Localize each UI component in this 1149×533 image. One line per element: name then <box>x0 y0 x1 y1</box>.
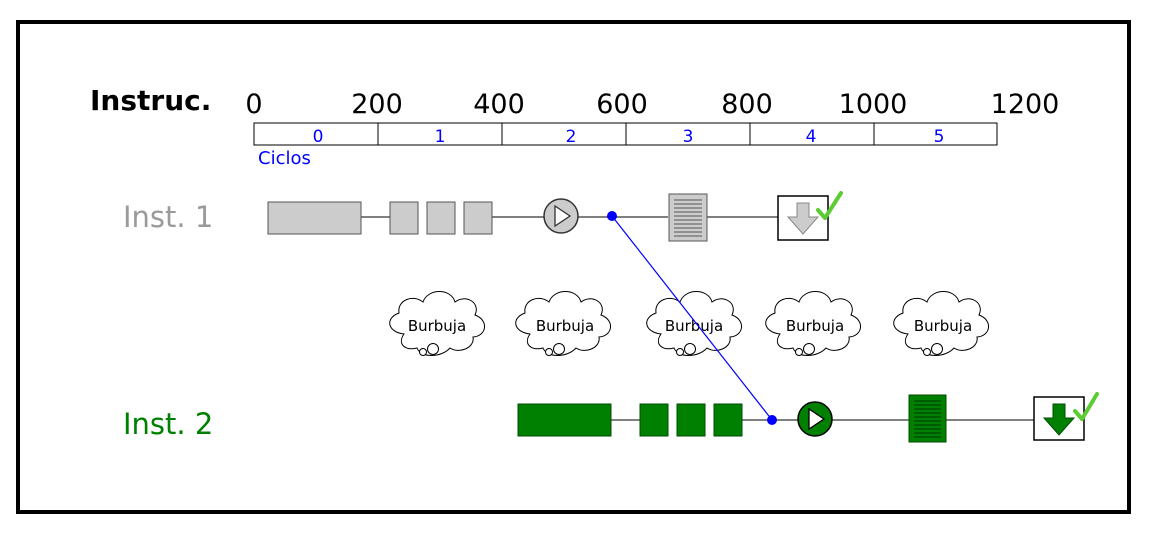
inst2-decode-block <box>676 403 706 437</box>
forward-target-dot <box>767 415 777 425</box>
forwarding-line <box>611 215 773 421</box>
inst2-decode-block <box>713 403 743 437</box>
forward-source-dot <box>607 211 617 221</box>
inst1-check-icon <box>816 191 843 220</box>
inst1-execute-icon <box>543 198 579 234</box>
inst1-pipeline <box>267 191 843 242</box>
inst2-fetch-block <box>517 403 612 437</box>
inst2-decode-block <box>639 403 669 437</box>
inst2-execute-icon <box>797 401 833 437</box>
tick-600: 600 <box>596 89 648 120</box>
cycle-4: 4 <box>806 127 817 147</box>
bubble: Burbuja <box>893 291 990 356</box>
tick-200: 200 <box>351 89 403 120</box>
inst1-fetch-block <box>267 201 362 235</box>
bubble-label: Burbuja <box>786 317 844 335</box>
diagram-frame <box>16 20 1131 514</box>
tick-800: 800 <box>721 89 773 120</box>
cycle-5: 5 <box>934 127 945 147</box>
cycle-ruler: 0 1 2 3 4 5 <box>253 122 998 147</box>
diagram-title: Instruc. <box>90 84 211 117</box>
bubble-label: Burbuja <box>408 317 466 335</box>
bubble: Burbuja <box>515 291 612 356</box>
cycles-label: Ciclos <box>258 148 311 169</box>
tick-1200: 1200 <box>991 89 1060 120</box>
inst2-writeback-icon <box>1033 396 1085 441</box>
inst1-decode-block <box>463 201 493 235</box>
cycle-2: 2 <box>566 127 577 147</box>
inst2-label: Inst. 2 <box>123 407 213 441</box>
tick-1000: 1000 <box>839 89 908 120</box>
bubble-label: Burbuja <box>536 317 594 335</box>
inst2-check-icon <box>1073 392 1099 421</box>
bubble-label: Burbuja <box>665 317 723 335</box>
inst1-decode-block <box>426 201 456 235</box>
inst2-memory-icon <box>908 394 947 443</box>
tick-400: 400 <box>473 89 525 120</box>
inst1-writeback-icon <box>777 195 829 241</box>
bubble: Burbuja <box>646 291 743 356</box>
inst1-memory-icon <box>668 193 708 242</box>
tick-0: 0 <box>245 89 262 120</box>
bubble: Burbuja <box>389 291 486 356</box>
bubble-label: Burbuja <box>914 317 972 335</box>
inst2-pipeline <box>517 392 1099 443</box>
inst1-decode-block <box>389 201 419 235</box>
cycle-3: 3 <box>683 127 694 147</box>
bubble: Burbuja <box>765 291 862 356</box>
cycle-1: 1 <box>435 127 446 147</box>
cycle-0: 0 <box>313 127 324 147</box>
inst1-label: Inst. 1 <box>123 200 213 234</box>
time-axis: 0 200 400 600 800 1000 1200 <box>245 89 1059 120</box>
